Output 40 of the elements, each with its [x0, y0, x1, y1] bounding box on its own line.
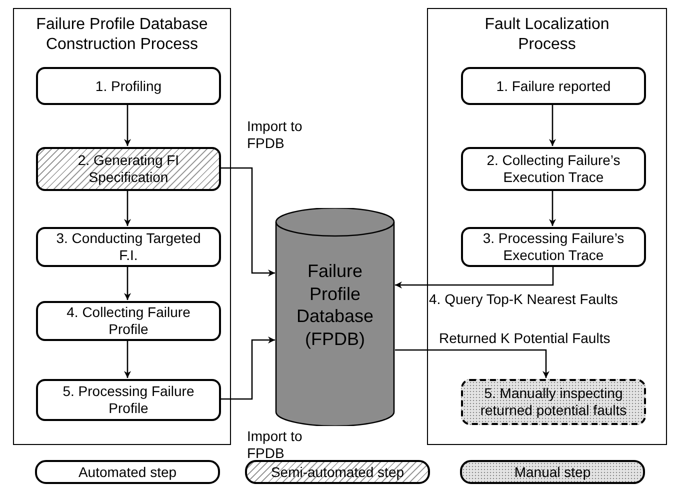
edge-label: Import to FPDB [246, 428, 304, 462]
automated-step-box [36, 67, 221, 105]
step-label: 5. Manually inspecting returned potential faults [479, 385, 628, 419]
arrow [220, 336, 275, 400]
arrow [124, 190, 131, 226]
arrow [395, 266, 554, 288]
automated-step-box [36, 301, 221, 341]
arrow [124, 340, 131, 378]
step-label: 5. Processing Failure Profile [62, 383, 196, 417]
step-label: 4. Collecting Failure Profile [66, 304, 192, 338]
step-label: 3. Conducting Targeted F.I. [55, 230, 202, 264]
step-label: 1. Profiling [94, 78, 163, 94]
step-label: 2. Generating FI Specification [76, 152, 180, 186]
legend-label: Semi-automated step [270, 464, 404, 480]
automated-step-box [461, 147, 646, 191]
semi-automated-step-box [36, 147, 221, 191]
panel-heading: Fault Localization Process [484, 15, 610, 55]
arrow [124, 104, 131, 146]
process-panel [13, 8, 231, 445]
step-label: 2. Collecting Failure’s Execution Trace [486, 152, 622, 186]
legend-label: Manual step [514, 464, 591, 480]
arrow [549, 104, 556, 146]
arrow [124, 266, 131, 300]
arrow [395, 349, 550, 378]
manual-step-box [461, 379, 646, 425]
edge-label: Returned K Potential Faults [438, 330, 612, 347]
edge-label: 4. Query Top-K Nearest Faults [428, 291, 619, 308]
edge-label: Import to FPDB [246, 118, 304, 152]
database-label: Failure Profile Database (FPDB) [295, 260, 375, 350]
step-label: 1. Failure reported [495, 78, 612, 94]
automated-step-box [461, 67, 646, 105]
process-panel [427, 8, 667, 445]
automated-step-box [36, 379, 221, 421]
automated-step-box [461, 227, 646, 267]
arrow [549, 190, 556, 226]
automated-step-box [36, 227, 221, 267]
panel-heading: Failure Profile Database Construction Process [35, 15, 209, 55]
step-label: 3. Processing Failure’s Execution Trace [482, 230, 626, 264]
legend-label: Automated step [78, 464, 177, 480]
arrow [220, 167, 275, 276]
